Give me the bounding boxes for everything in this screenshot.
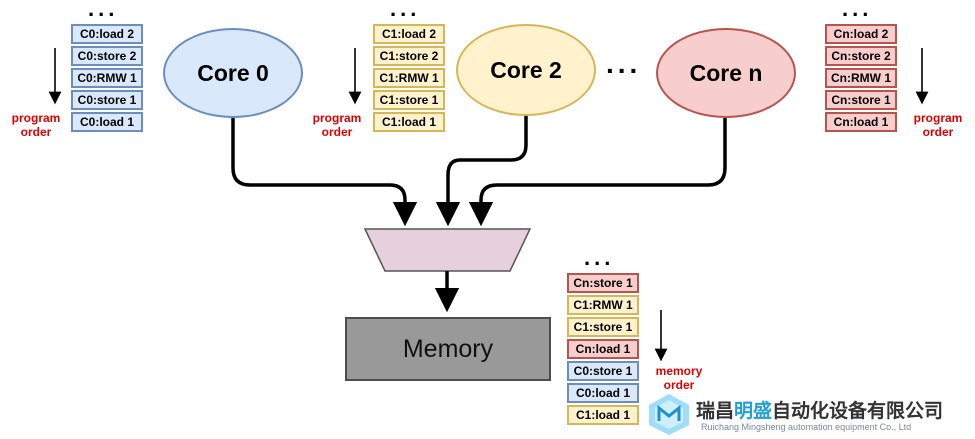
instruction-cell: Cn:load 2 — [825, 24, 897, 44]
instruction-cell: Cn:store 1 — [825, 90, 897, 110]
core0-instruction-stack: C0:load 2 C0:store 2 C0:RMW 1 C0:store 1… — [71, 24, 143, 134]
core2-to-mux-arrow — [435, 112, 528, 227]
memory-order-cell: Cn:store 1 — [567, 273, 639, 293]
instruction-cell: Cn:load 1 — [825, 112, 897, 132]
instruction-cell: C1:store 1 — [373, 90, 445, 110]
core1-stack-ellipsis: ... — [390, 0, 421, 21]
core1-instruction-stack: C1:load 2 C1:store 2 C1:RMW 1 C1:store 1… — [373, 24, 445, 134]
memory-order-stack: Cn:store 1 C1:RMW 1 C1:store 1 Cn:load 1… — [567, 273, 639, 427]
instruction-cell: C0:store 1 — [71, 90, 143, 110]
coren-program-order-label: program order — [913, 111, 963, 139]
memory-stack-ellipsis: ... — [584, 245, 615, 270]
company-subtitle: Ruichang Mingsheng automation equipment … — [701, 422, 912, 432]
core0-to-mux-arrow — [231, 118, 418, 227]
core-2-label: Core 2 — [490, 56, 562, 83]
core-0-node: Core 0 — [163, 28, 303, 118]
coren-instruction-stack: Cn:load 2 Cn:store 2 Cn:RMW 1 Cn:store 1… — [825, 24, 897, 134]
instruction-cell: C0:RMW 1 — [71, 68, 143, 88]
coren-stack-ellipsis: ... — [842, 0, 873, 21]
memory-order-cell: C0:load 1 — [567, 383, 639, 403]
instruction-cell: C1:RMW 1 — [373, 68, 445, 88]
memory-order-cell: C1:store 1 — [567, 317, 639, 337]
core0-stack-ellipsis: ... — [88, 0, 119, 21]
memory-order-cell: C0:store 1 — [567, 361, 639, 381]
core1-program-order-label: program order — [312, 111, 362, 139]
memory-order-cell: C1:load 1 — [567, 405, 639, 425]
instruction-cell: C1:store 2 — [373, 46, 445, 66]
company-logo-icon — [649, 394, 689, 435]
instruction-cell: Cn:store 2 — [825, 46, 897, 66]
memory-order-cell: C1:RMW 1 — [567, 295, 639, 315]
instruction-cell: C0:store 2 — [71, 46, 143, 66]
instruction-cell: C0:load 2 — [71, 24, 143, 44]
instruction-cell: C0:load 1 — [71, 112, 143, 132]
instruction-cell: Cn:RMW 1 — [825, 68, 897, 88]
core-n-label: Core n — [689, 59, 763, 86]
instruction-cell: C1:load 1 — [373, 112, 445, 132]
multiplexer — [363, 228, 532, 272]
core-2-node: Core 2 — [456, 24, 596, 116]
company-name: 瑞昌明盛自动化设备有限公司 — [696, 400, 944, 422]
core-0-label: Core 0 — [197, 59, 269, 86]
between-cores-ellipsis: ... — [606, 48, 642, 79]
memory-order-label: memory order — [655, 364, 703, 392]
instruction-cell: C1:load 2 — [373, 24, 445, 44]
memory-box: Memory — [345, 317, 551, 381]
core0-program-order-label: program order — [11, 111, 61, 139]
memory-label: Memory — [402, 334, 494, 363]
coren-to-mux-arrow — [468, 118, 727, 227]
core-n-node: Core n — [656, 28, 796, 118]
memory-order-cell: Cn:load 1 — [567, 339, 639, 359]
